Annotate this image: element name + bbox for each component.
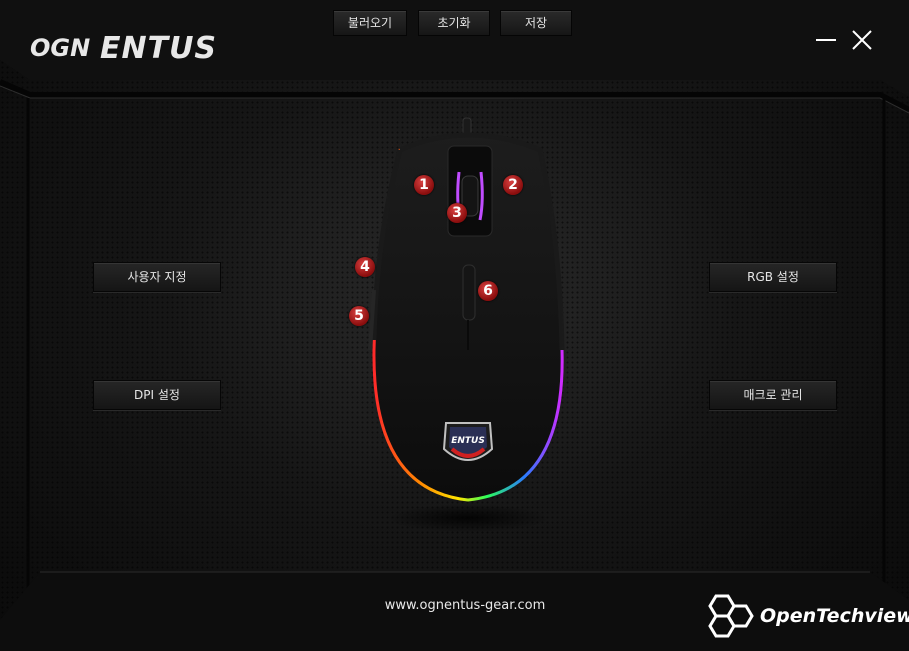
save-button[interactable]: 저장 bbox=[500, 10, 572, 36]
watermark-text: OpenTechview bbox=[760, 605, 909, 627]
ognentus-logo: OGN ENTUS bbox=[30, 31, 217, 66]
hexagon-logo-icon bbox=[708, 594, 754, 638]
mouse-button-5-marker[interactable]: 5 bbox=[349, 306, 369, 326]
mouse-button-4-marker[interactable]: 4 bbox=[355, 257, 375, 277]
svg-text:ENTUS: ENTUS bbox=[100, 31, 217, 66]
dpi-settings-button[interactable]: DPI 설정 bbox=[93, 380, 221, 410]
reset-button[interactable]: 초기화 bbox=[418, 10, 490, 36]
load-button[interactable]: 불러오기 bbox=[333, 10, 407, 36]
svg-text:OGN: OGN bbox=[30, 34, 90, 62]
mouse-button-3-marker[interactable]: 3 bbox=[447, 203, 467, 223]
mouse-button-2-marker[interactable]: 2 bbox=[503, 175, 523, 195]
minimize-button[interactable] bbox=[814, 28, 838, 52]
mouse-button-1-marker[interactable]: 1 bbox=[414, 175, 434, 195]
rgb-settings-button[interactable]: RGB 설정 bbox=[709, 262, 837, 292]
mouse-button-6-marker[interactable]: 6 bbox=[478, 281, 498, 301]
macro-manage-button[interactable]: 매크로 관리 bbox=[709, 380, 837, 410]
minimize-icon bbox=[816, 39, 836, 41]
svg-text:ENTUS: ENTUS bbox=[451, 436, 485, 446]
custom-settings-button[interactable]: 사용자 지정 bbox=[93, 262, 221, 292]
website-url: www.ognentus-gear.com bbox=[384, 598, 546, 613]
close-icon bbox=[852, 30, 872, 50]
close-button[interactable] bbox=[850, 28, 874, 52]
mouse-image: ENTUS bbox=[368, 117, 565, 532]
opentechview-watermark: OpenTechview bbox=[698, 592, 909, 646]
